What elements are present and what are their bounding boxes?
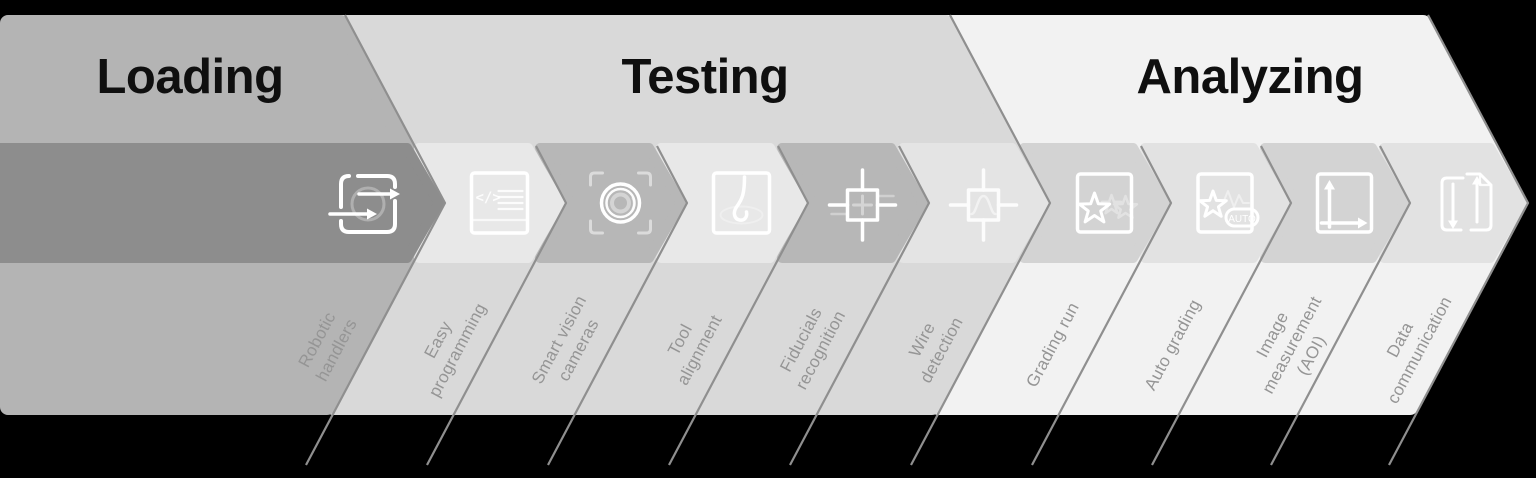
leader-line bbox=[1151, 145, 1293, 466]
item-chevron-testing bbox=[777, 143, 928, 263]
leader-line bbox=[668, 145, 810, 466]
leader-line bbox=[789, 145, 931, 466]
item-chevron-testing bbox=[656, 143, 807, 263]
item-chevron-loading bbox=[0, 143, 444, 263]
leader-line bbox=[1031, 145, 1173, 466]
leader-line bbox=[1388, 14, 1530, 466]
leader-line bbox=[1270, 145, 1412, 466]
leader-line bbox=[305, 14, 447, 466]
leader-line bbox=[547, 145, 689, 466]
phase-title-analyzing: Analyzing bbox=[1136, 50, 1364, 104]
phase-title-testing: Testing bbox=[621, 50, 789, 104]
leader-line bbox=[910, 14, 1052, 466]
phase-title-loading: Loading bbox=[96, 50, 284, 104]
item-chevron-testing bbox=[898, 143, 1049, 263]
leader-line bbox=[426, 145, 568, 466]
